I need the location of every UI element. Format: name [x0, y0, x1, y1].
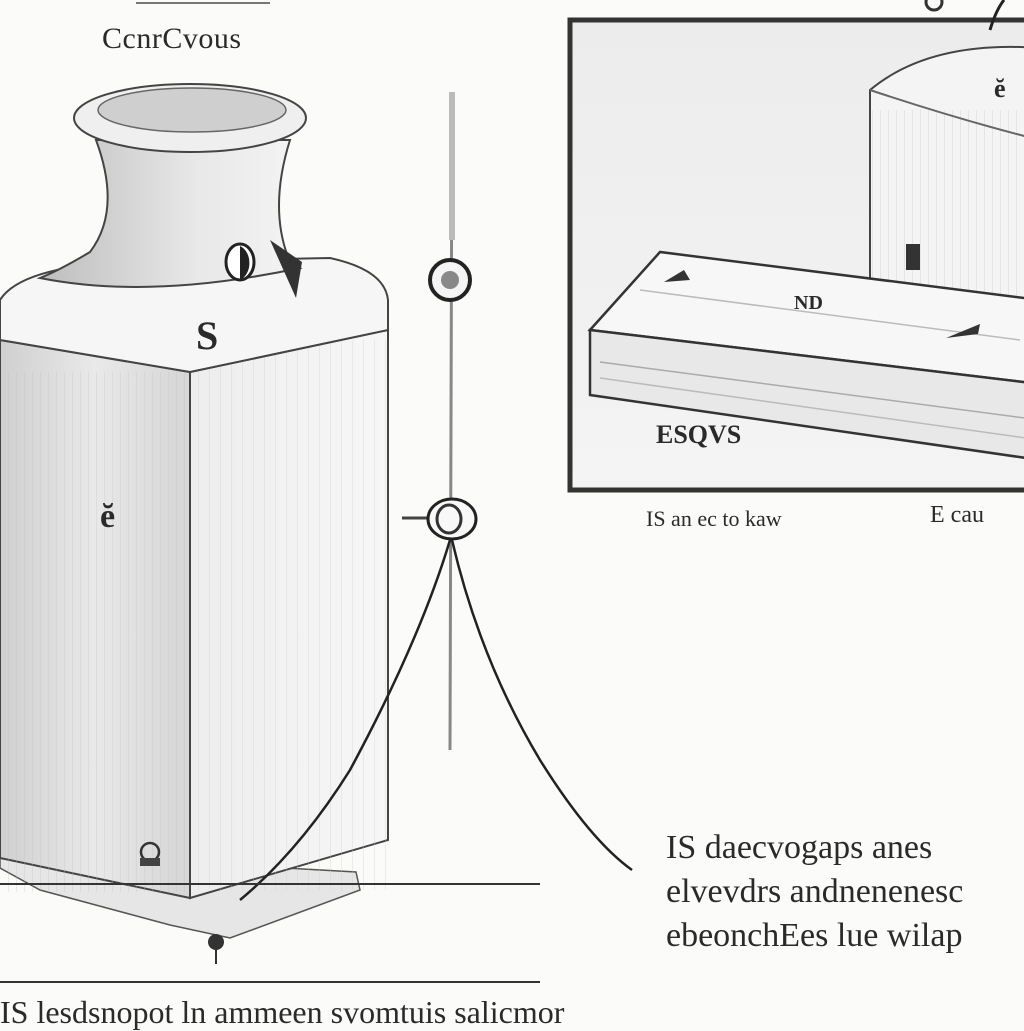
notes-line: elvevdrs andnenenesc — [666, 873, 964, 910]
inset-label: ESQVS — [656, 420, 742, 449]
inset-caption-right: E cau — [930, 502, 984, 528]
notes-line: ebeonchEes lue wilap — [666, 917, 963, 954]
stand-cord-left — [239, 539, 452, 901]
inset-panel — [567, 0, 1024, 493]
inset-caption-left: IS an ec to kaw — [646, 506, 782, 531]
notes-block: IS daecvogaps anes elvevdrs andnenenesc … — [666, 826, 963, 958]
footer-caption: IS lesdsnopot ln ammeen svomtuis salicmo… — [0, 994, 565, 1030]
notes-line: IS daecvogaps anes — [666, 829, 933, 866]
vessel-neck — [36, 139, 303, 288]
foot-pin-icon — [208, 934, 224, 950]
stand-cord-right — [450, 539, 633, 872]
vessel-neck-marker: S — [196, 313, 219, 358]
vessel-drawing — [0, 83, 389, 964]
vessel-body-marker: ĕ — [100, 498, 116, 535]
inset-plank-front — [588, 328, 1024, 459]
inset-plank-label: ND — [794, 292, 823, 314]
inset-tag: ĕ — [994, 74, 1006, 103]
stand-drawing — [0, 91, 633, 983]
diagram-title: CcnrCvous — [102, 22, 242, 55]
